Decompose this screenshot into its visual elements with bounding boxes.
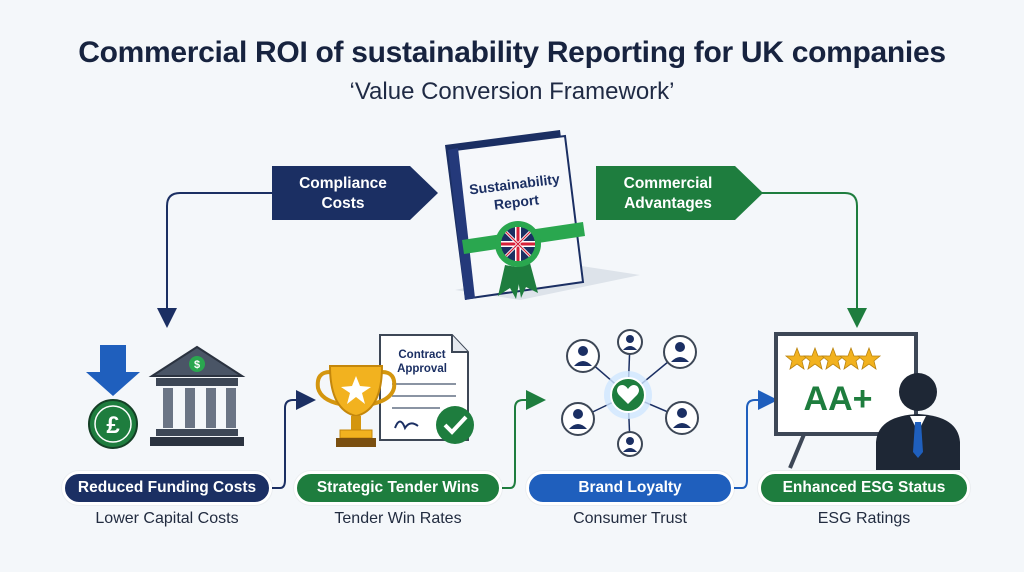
commercial-advantages-arrow (596, 166, 763, 220)
compliance-costs-label: Compliance Costs (284, 174, 402, 214)
network-heart-icon (561, 329, 699, 457)
left-flow-connector (157, 192, 272, 328)
bank-dollar-symbol: $ (194, 359, 200, 371)
compliance-costs-arrow (272, 166, 438, 220)
bank-pound-icon: £ $ (86, 345, 246, 449)
commercial-advantages-text: Commercial Advantages (623, 175, 713, 212)
outcome-pill-esg: Enhanced ESG Status (758, 471, 970, 505)
report-title-line-2: Report (493, 191, 540, 212)
contract-title-line-1: Contract (398, 349, 445, 361)
contract-title-line-2: Approval (397, 363, 447, 375)
commercial-advantages-label: Commercial Advantages (604, 174, 732, 214)
connector-3-4 (734, 390, 778, 489)
outcome-pill-funding: Reduced Funding Costs (62, 471, 272, 505)
connector-1-2 (272, 390, 316, 489)
page-title: Commercial ROI of sustainability Reporti… (78, 36, 946, 69)
compliance-costs-text: Compliance Costs (299, 175, 387, 212)
right-flow-connector (745, 192, 867, 328)
trophy-contract-icon (315, 334, 474, 447)
pound-symbol: £ (106, 412, 120, 439)
page-subtitle: ‘Value Conversion Framework’ (349, 78, 675, 105)
connector-2-3 (502, 390, 546, 489)
outcome-pill-tender: Strategic Tender Wins (294, 471, 502, 505)
outcome-caption-tender: Tender Win Rates (334, 510, 462, 527)
esg-board-icon: AA+ (774, 332, 960, 470)
esg-rating-value: AA+ (804, 380, 873, 418)
outcome-pill-brand: Brand Loyalty (526, 471, 734, 505)
outcome-caption-brand: Consumer Trust (573, 510, 687, 527)
sustainability-report-book (445, 130, 640, 300)
outcome-caption-esg: ESG Ratings (817, 510, 911, 527)
outcome-caption-funding: Lower Capital Costs (95, 510, 239, 527)
